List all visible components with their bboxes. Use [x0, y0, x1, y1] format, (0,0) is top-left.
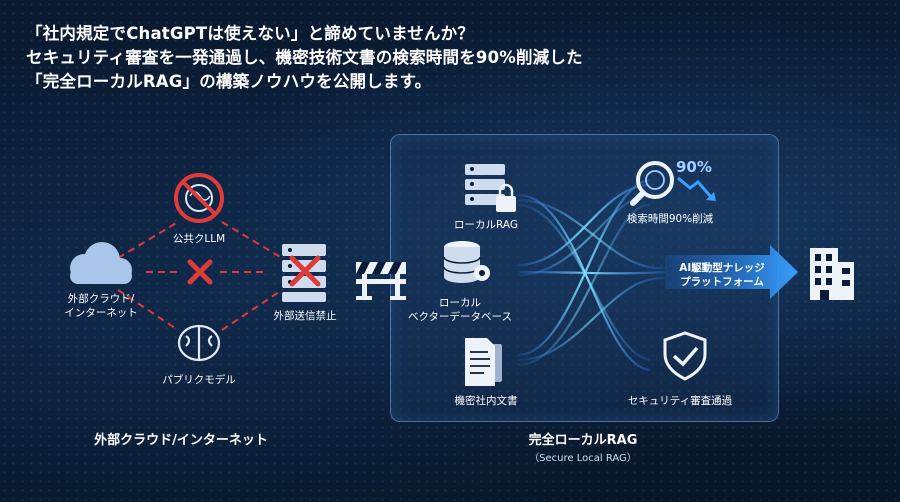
vector-db-label: ローカル ベクターデータベース	[408, 296, 512, 324]
headline-line-3: 「完全ローカルRAG」の構築ノウハウを公開します。	[26, 72, 432, 91]
vector-db-label-line-2: ベクターデータベース	[407, 311, 513, 323]
local-section-title: 完全ローカルRAG	[528, 433, 638, 448]
headline-line-2: セキュリティ審査を一発通過し、機密技術文書の検索時間を90%削減した	[26, 48, 583, 67]
trend-down-icon	[677, 176, 716, 201]
search-brain-icon	[630, 161, 674, 206]
security-label: セキュリティ審査通過	[627, 395, 733, 407]
headline-line-1: 「社内規定でChatGPTは使えない」と諦めていませんか？	[26, 24, 475, 43]
link-model-server	[221, 289, 283, 331]
headline: 「社内規定でChatGPTは使えない」と諦めていませんか？ セキュリティ審査を一…	[26, 22, 583, 94]
data-flow-lines	[517, 178, 666, 372]
local-rag-server-icon	[465, 164, 516, 212]
search-reduction-label: 検索時間90%削減	[626, 213, 714, 225]
external-connections	[117, 221, 283, 331]
output-label-line-2: プラットフォーム	[680, 276, 764, 288]
public-llm-label: 公共クLLM	[172, 233, 226, 245]
docs-label: 機密社内文書	[454, 395, 518, 407]
reduction-percent: 90%	[676, 158, 712, 176]
barricade-icon	[356, 262, 406, 300]
local-section-subtitle: （Secure Local RAG）	[529, 453, 637, 464]
vector-db-label-line-1: ローカル	[439, 297, 481, 309]
flow-db-output	[517, 270, 666, 275]
shield-check-icon	[663, 331, 707, 381]
brain-icon	[177, 324, 221, 362]
cloud-icon	[70, 242, 132, 284]
blocked-server-icon	[282, 244, 326, 302]
document-icon	[465, 338, 502, 386]
flow-docs-search	[517, 178, 651, 357]
building-icon	[810, 248, 854, 300]
vector-database-icon	[443, 241, 490, 283]
output-label-line-1: AI駆動型ナレッジ	[679, 262, 765, 274]
external-section-title: 外部クラウド/インターネット	[94, 433, 268, 448]
public-model-label: パブリクモデル	[162, 374, 236, 386]
blocked-x-icon	[187, 259, 213, 285]
cloud-label: 外部クラウド/ インターネット	[64, 292, 138, 320]
cloud-label-line-2: インターネット	[64, 307, 138, 319]
cloud-label-line-1: 外部クラウド/	[67, 293, 135, 305]
prohibited-llm-icon	[174, 173, 224, 223]
local-rag-label: ローカルRAG	[453, 219, 519, 231]
output-platform-label: AI駆動型ナレッジ プラットフォーム	[662, 261, 782, 289]
output-arrow	[665, 245, 798, 299]
blocked-send-label: 外部送信禁止	[273, 310, 337, 322]
link-cloud-model	[117, 289, 179, 331]
link-cloud-llm	[117, 221, 179, 259]
link-llm-server	[221, 221, 283, 259]
